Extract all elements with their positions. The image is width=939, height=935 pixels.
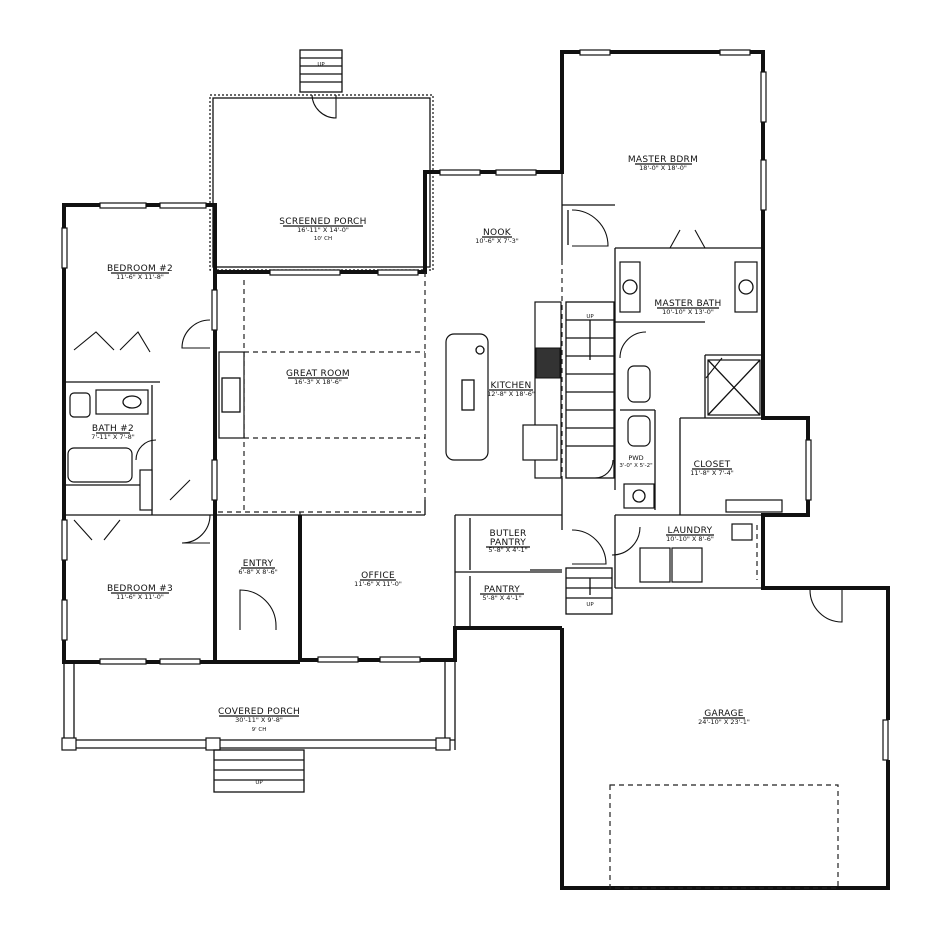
windows (61, 49, 889, 761)
room-labels: UP SCREENED PORCH 16'-11" X 14'-0" 10' C… (91, 62, 750, 786)
pantry-dim: 5'-8" X 4'-1" (482, 594, 521, 602)
covered-porch-note: 9' CH (252, 727, 267, 733)
screened-porch-dim: 16'-11" X 14'-0" (297, 226, 349, 234)
screened-porch-note: 10' CH (314, 236, 332, 242)
butler-pantry-name-line2: PANTRY (490, 538, 526, 548)
bath2-dim: 7'-11" X 7'-8" (91, 433, 135, 441)
closet-name: CLOSET (694, 460, 731, 470)
pwd-dim: 3'-0" X 5'-2" (619, 463, 652, 469)
interior-walls (64, 172, 808, 662)
covered-porch (61, 660, 456, 793)
office-dim: 11'-6" X 11'-0" (354, 580, 402, 588)
pwd-name: PWD (628, 454, 643, 462)
laundry-name: LAUNDRY (668, 526, 713, 536)
nook-dim: 10'-6" X 7'-3" (475, 237, 519, 245)
garage-stair-up-label: UP (586, 602, 594, 608)
kitchen-name: KITCHEN (490, 381, 531, 391)
stair-up-label: UP (317, 62, 325, 68)
master-bath-dim: 10'-10" X 13'-0" (662, 308, 714, 316)
great-room-name: GREAT ROOM (286, 369, 350, 379)
office-name: OFFICE (361, 571, 395, 581)
interior-stair-up-label: UP (586, 314, 594, 320)
ceiling-lines (218, 260, 839, 889)
garage-dim: 24'-10" X 23'-1" (698, 718, 750, 726)
master-bath-name: MASTER BATH (654, 299, 721, 309)
bedroom2-dim: 11'-6" X 11'-8" (116, 273, 164, 281)
closet-dim: 11'-8" X 7'-4" (690, 469, 734, 477)
entry-name: ENTRY (243, 559, 274, 569)
bedroom3-dim: 11'-6" X 11'-0" (116, 593, 164, 601)
nook-name: NOOK (483, 228, 512, 238)
front-steps-up-label: UP (255, 780, 263, 786)
interior-stair (565, 301, 615, 479)
screened-porch-name: SCREENED PORCH (279, 217, 366, 227)
garage-stair (565, 567, 613, 615)
entry-dim: 6'-8" X 8'-6" (238, 568, 277, 576)
laundry-dim: 10'-10" X 8'-6" (666, 535, 714, 543)
fixtures (67, 261, 783, 626)
garage-name: GARAGE (704, 709, 743, 719)
covered-porch-dim: 30'-11" X 9'-8" (235, 716, 283, 724)
bedroom3-name: BEDROOM #3 (107, 584, 173, 594)
bath2-name: BATH #2 (92, 424, 134, 434)
pantry-name: PANTRY (484, 585, 520, 595)
butler-pantry-dim: 5'-8" X 4'-1" (488, 546, 527, 554)
butler-pantry-name-line1: BUTLER (489, 529, 526, 539)
covered-porch-name: COVERED PORCH (218, 707, 300, 717)
great-room-dim: 16'-3" X 18'-6" (294, 378, 342, 386)
kitchen-dim: 12'-8" X 18'-6" (487, 390, 535, 398)
master-bdrm-dim: 18'-0" X 18'-0" (639, 164, 687, 172)
label-underlines (96, 163, 745, 719)
master-bdrm-name: MASTER BDRM (628, 155, 698, 165)
bedroom2-name: BEDROOM #2 (107, 264, 173, 274)
doors (73, 209, 843, 630)
